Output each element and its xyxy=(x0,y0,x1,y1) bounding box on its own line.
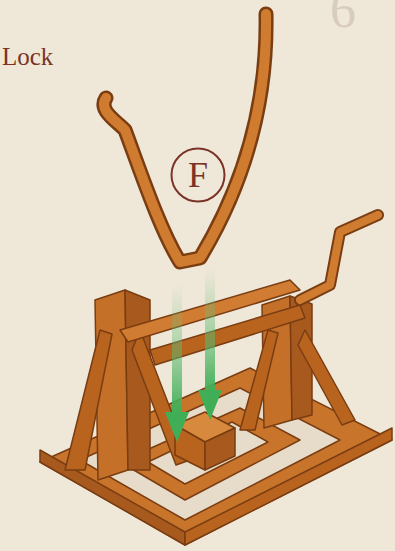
base-frame xyxy=(40,280,392,545)
step-title: Lock xyxy=(2,44,53,69)
insert-arrows xyxy=(165,268,222,442)
hoop-part xyxy=(104,14,266,262)
part-callout: F xyxy=(170,147,226,203)
part-letter: F xyxy=(188,157,208,193)
step-number: 6 xyxy=(330,0,356,36)
crank-handle xyxy=(300,215,378,300)
